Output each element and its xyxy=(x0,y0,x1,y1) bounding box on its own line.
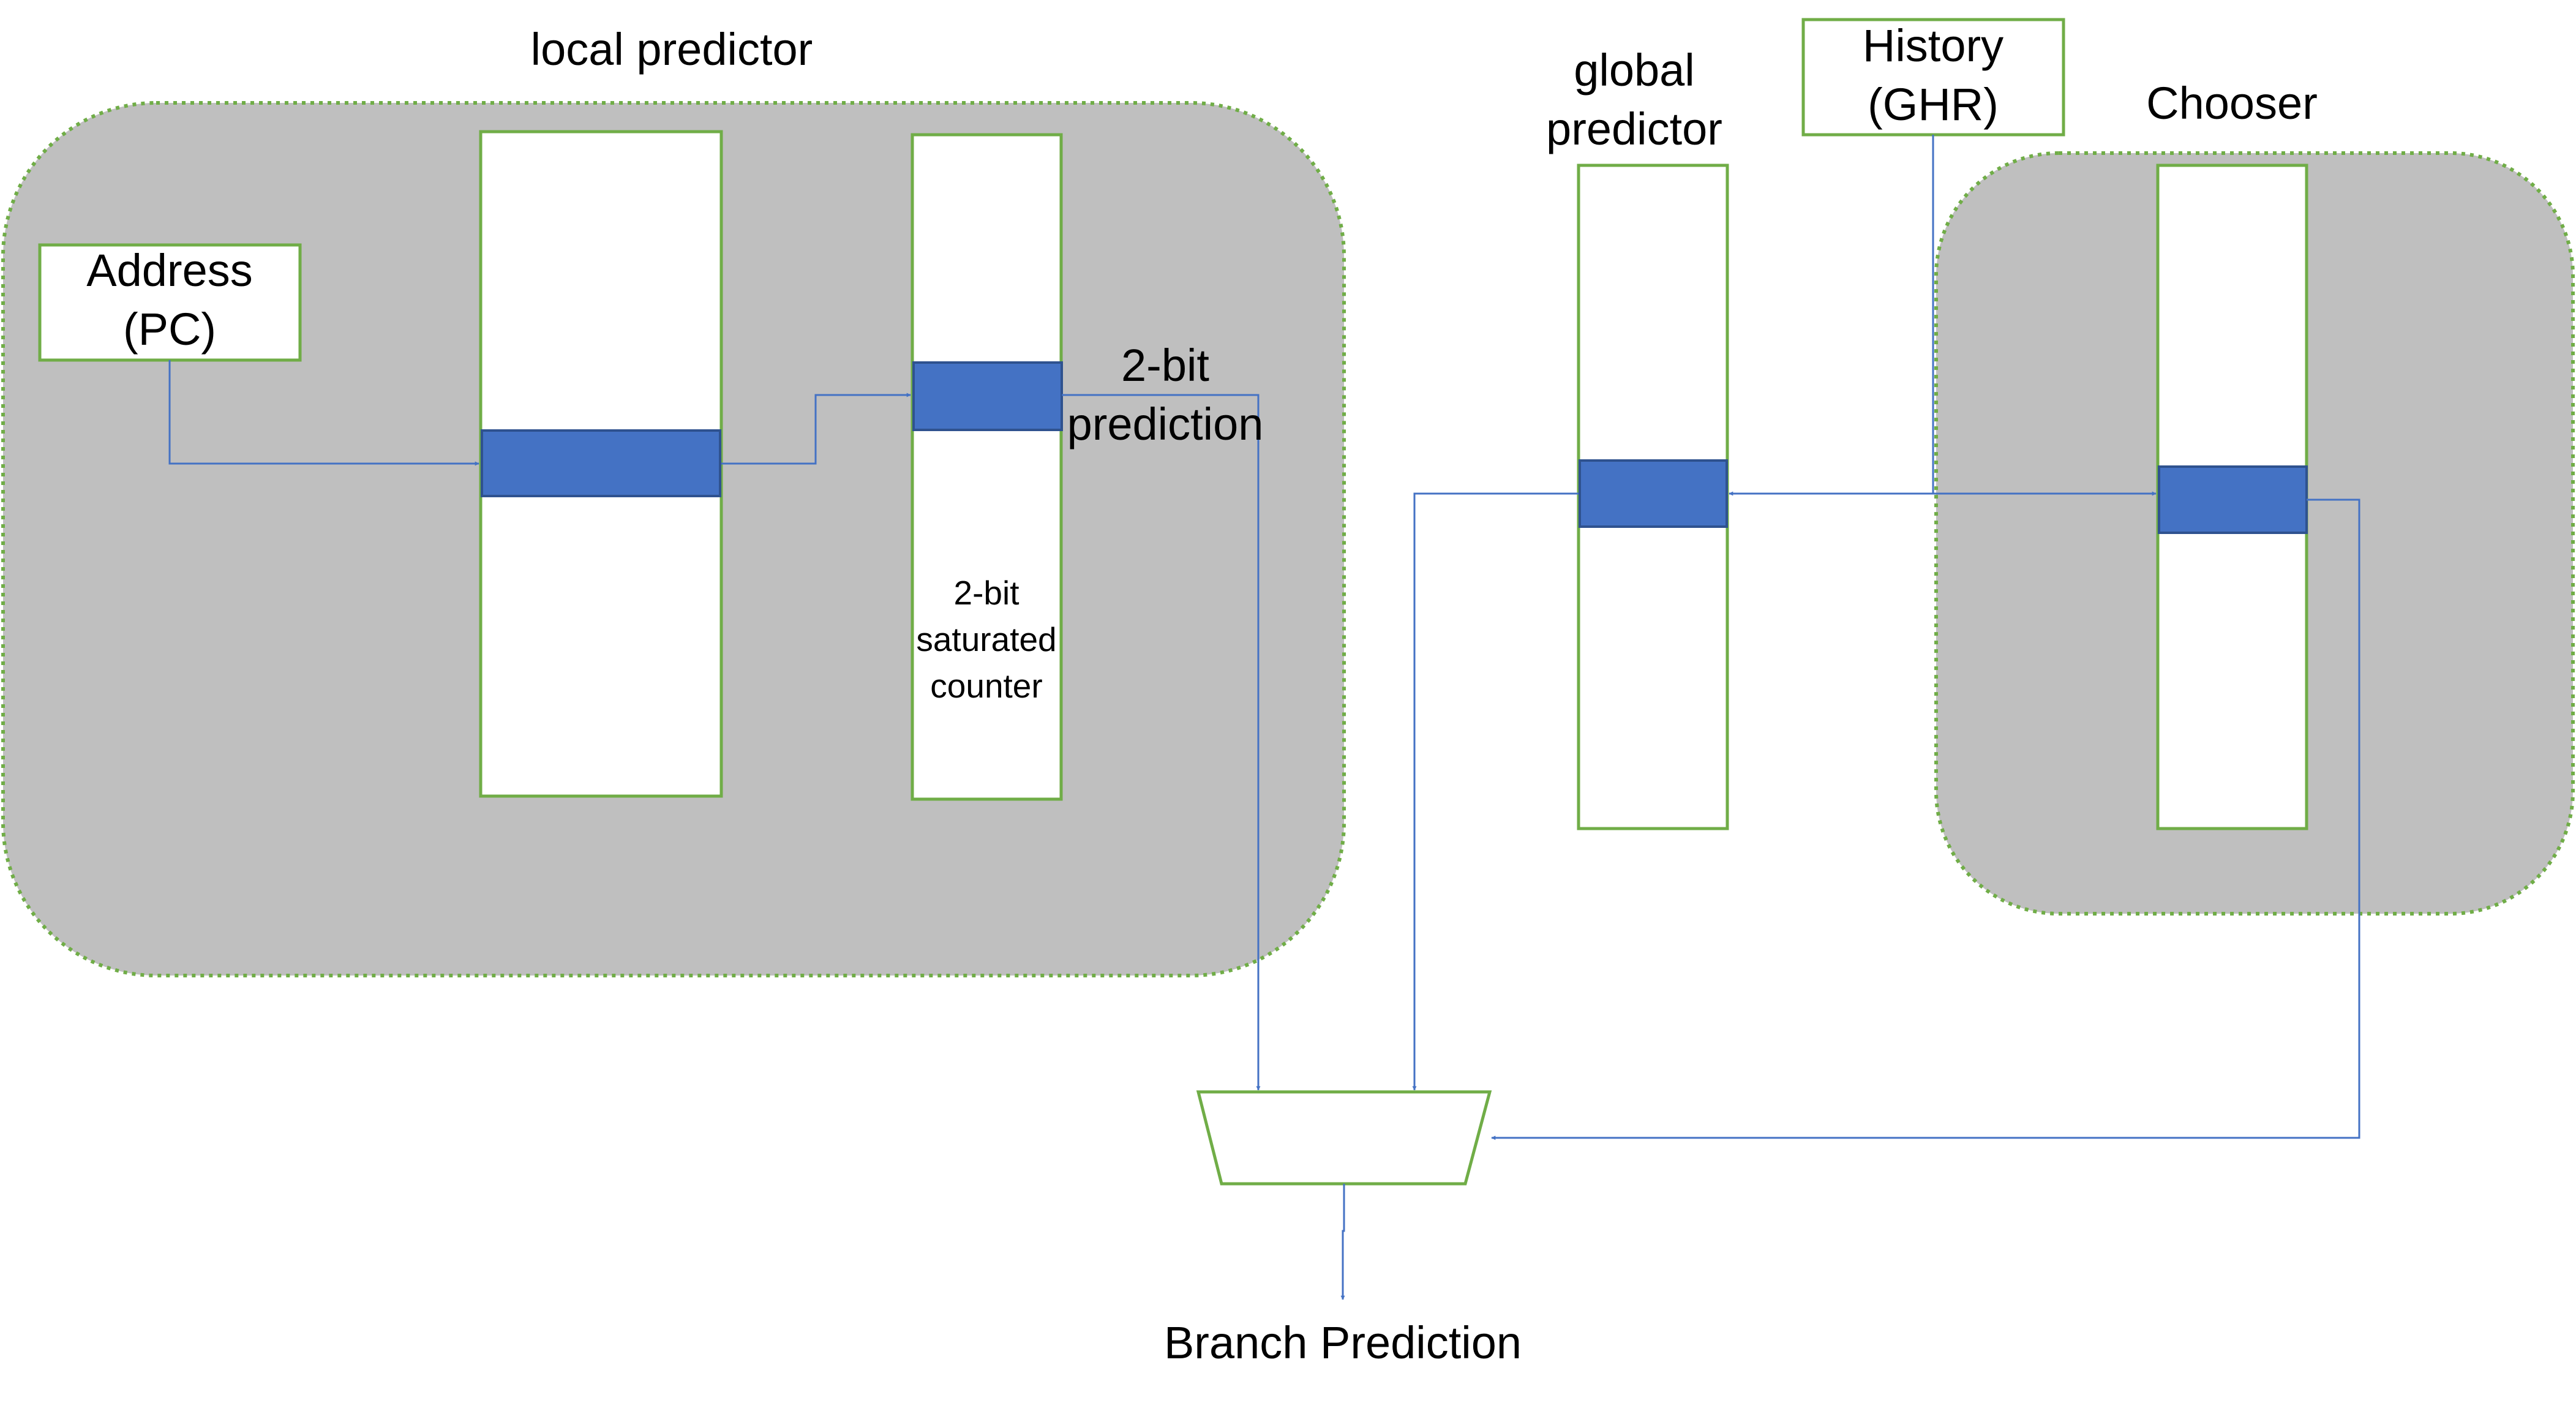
address-label-line1: Address xyxy=(86,245,252,296)
address-label-line2: (PC) xyxy=(123,304,216,355)
local-predictor-title: local predictor xyxy=(531,24,813,75)
arrow-history-to-global xyxy=(1729,135,1934,496)
counter-label-line3: counter xyxy=(930,667,1042,705)
local-counter-table xyxy=(911,133,1063,801)
arrow-chooser-to-mux-select xyxy=(1491,498,2360,1140)
branch-prediction-label: Branch Prediction xyxy=(1164,1317,1522,1368)
history-label-line1: History xyxy=(1863,20,2003,71)
chooser-entry xyxy=(2158,465,2308,534)
global-predictor-title-line1: global xyxy=(1574,45,1695,96)
history-label-line2: (GHR) xyxy=(1868,79,1999,130)
two-bit-prediction-line2: prediction xyxy=(1067,399,1264,449)
prediction-mux xyxy=(1196,1090,1492,1186)
chooser-title: Chooser xyxy=(2146,78,2318,129)
arrow-global-entry-to-mux xyxy=(1412,492,1579,1091)
local-counter-entry xyxy=(912,361,1063,431)
counter-label-line1: 2-bit xyxy=(954,574,1020,612)
arrow-counter-to-mux xyxy=(1062,394,1261,1091)
counter-label-line2: saturated xyxy=(916,620,1056,658)
global-predictor-entry xyxy=(1579,459,1728,528)
local-history-entry xyxy=(481,429,721,497)
global-predictor-title-line2: predictor xyxy=(1546,103,1722,154)
two-bit-prediction-line1: 2-bit xyxy=(1121,340,1209,391)
arrow-mux-to-output xyxy=(1340,1184,1345,1300)
arrow-local-table-to-counter xyxy=(721,393,911,465)
address-pc-box xyxy=(38,243,302,362)
arrow-address-to-local-table xyxy=(168,360,479,466)
